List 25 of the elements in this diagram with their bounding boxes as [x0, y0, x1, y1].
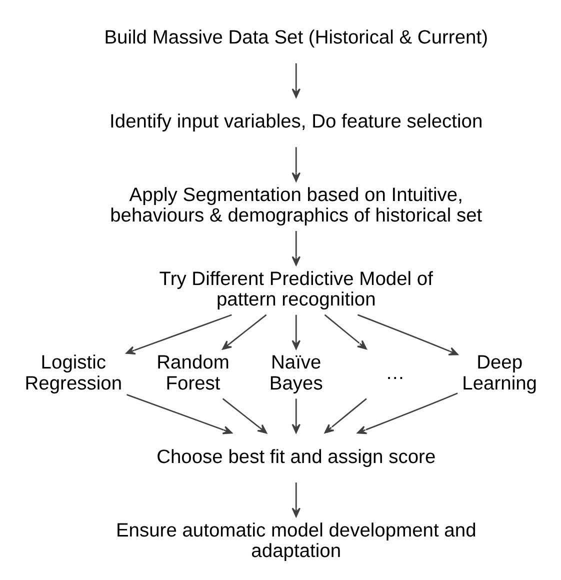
- node-text: Identify input variables, Do feature selection: [109, 111, 482, 132]
- arrow: [356, 314, 458, 356]
- arrow: [222, 314, 266, 350]
- node-text: Logistic Regression: [24, 352, 122, 394]
- node-text: Apply Segmentation based on Intuitive, behaviours & demographics of historical set: [110, 184, 482, 227]
- node-text: …: [384, 362, 404, 384]
- arrow: [291, 482, 300, 518]
- node-text: Naïve Bayes: [268, 352, 322, 394]
- node-text: Deep Learning: [462, 352, 537, 394]
- arrow: [291, 314, 300, 350]
- arrow: [324, 314, 366, 350]
- node-text: Ensure automatic model development and adaptation: [115, 520, 476, 562]
- node-text: Try Different Predictive Model of pattern recognition: [158, 268, 432, 310]
- arrow: [291, 147, 300, 182]
- node-text: Random Forest: [156, 352, 229, 394]
- node-text: Build Massive Data Set (Historical & Current): [104, 28, 488, 49]
- arrow: [291, 230, 300, 266]
- arrow: [222, 398, 267, 434]
- arrow: [324, 398, 366, 434]
- arrow: [125, 314, 232, 355]
- arrow: [126, 394, 232, 434]
- arrow: [291, 398, 300, 434]
- arrow: [291, 63, 300, 98]
- node-text: Choose best fit and assign score: [156, 446, 436, 468]
- arrow: [356, 392, 458, 434]
